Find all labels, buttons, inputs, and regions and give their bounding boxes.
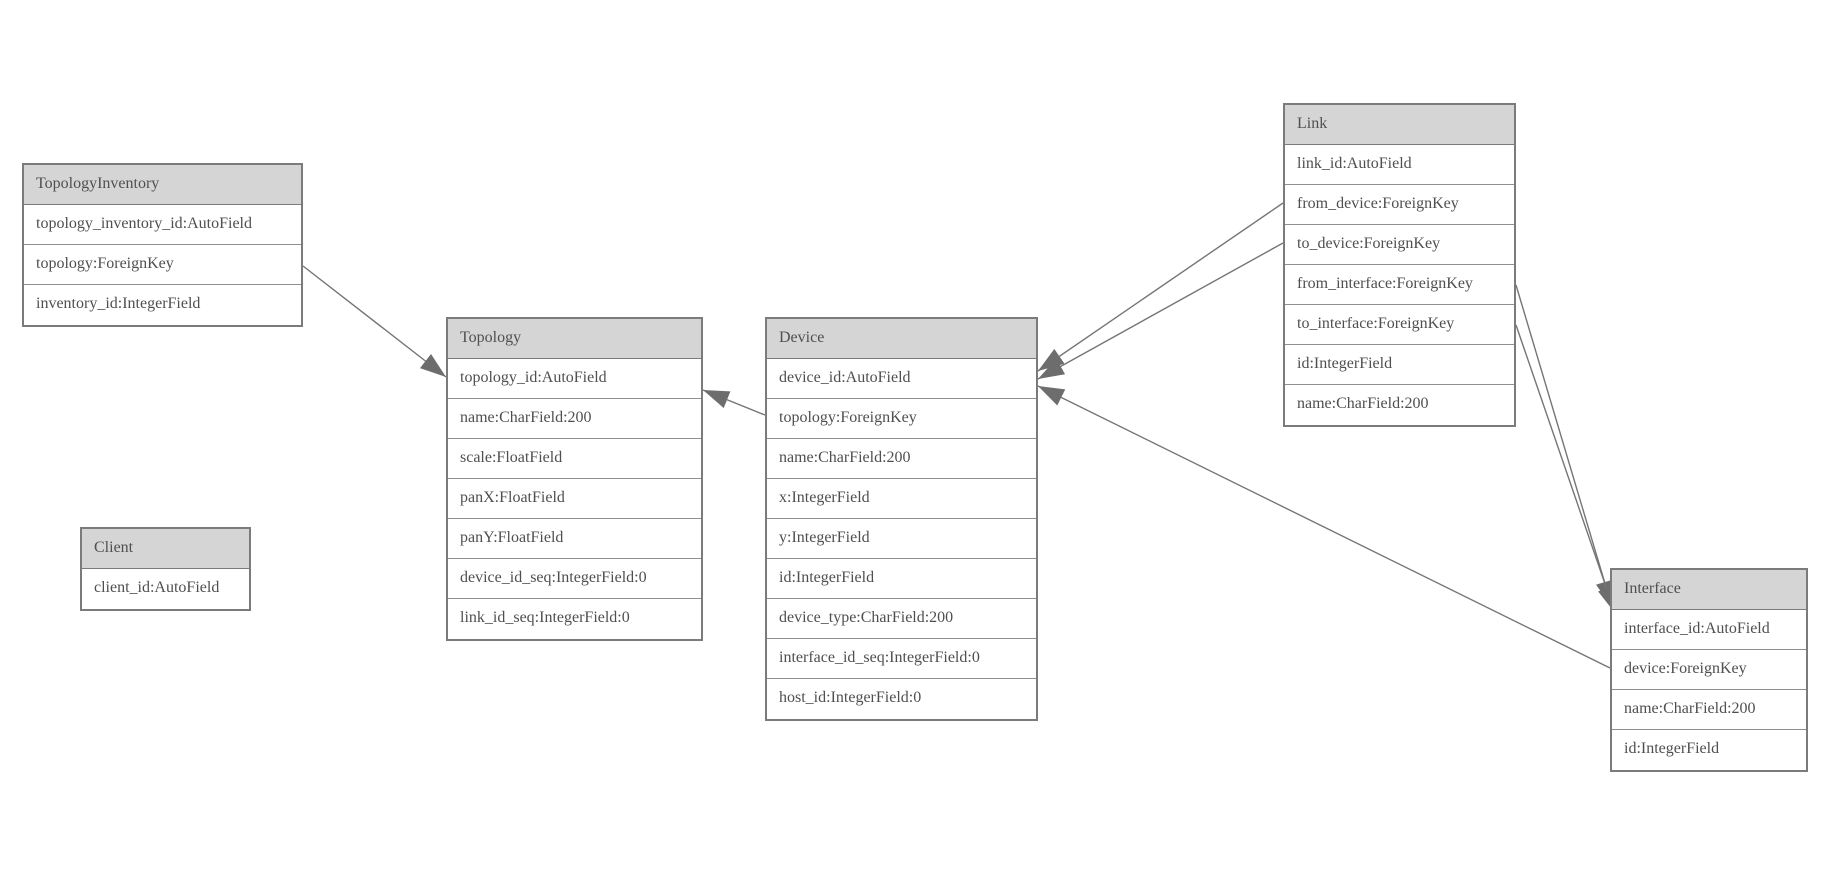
edge-link-todevice-device [1037, 242, 1284, 380]
field-row: link_id:AutoField [1285, 145, 1514, 185]
field-row: y:IntegerField [767, 519, 1036, 559]
entity-title: Interface [1612, 570, 1806, 610]
field-row: name:CharField:200 [1285, 385, 1514, 425]
field-row: device_id_seq:IntegerField:0 [448, 559, 701, 599]
field-row: inventory_id:IntegerField [24, 285, 301, 325]
field-row: client_id:AutoField [82, 569, 249, 609]
field-row: topology:ForeignKey [767, 399, 1036, 439]
field-row: id:IntegerField [1285, 345, 1514, 385]
field-row: id:IntegerField [767, 559, 1036, 599]
field-row: topology_inventory_id:AutoField [24, 205, 301, 245]
field-row: link_id_seq:IntegerField:0 [448, 599, 701, 639]
edge-topologyinventory-topology [302, 265, 447, 378]
field-row: to_device:ForeignKey [1285, 225, 1514, 265]
field-row: to_interface:ForeignKey [1285, 305, 1514, 345]
edge-link-frominterface-interface [1515, 284, 1614, 608]
entity-client[interactable]: Client client_id:AutoField [80, 527, 251, 611]
field-row: from_device:ForeignKey [1285, 185, 1514, 225]
field-row: device:ForeignKey [1612, 650, 1806, 690]
field-row: name:CharField:200 [448, 399, 701, 439]
entity-topology-inventory[interactable]: TopologyInventory topology_inventory_id:… [22, 163, 303, 327]
edge-interface-device [1037, 385, 1611, 669]
field-row: device_id:AutoField [767, 359, 1036, 399]
field-row: id:IntegerField [1612, 730, 1806, 770]
field-row: panX:FloatField [448, 479, 701, 519]
field-row: name:CharField:200 [767, 439, 1036, 479]
entity-interface[interactable]: Interface interface_id:AutoField device:… [1610, 568, 1808, 772]
entity-title: Device [767, 319, 1036, 359]
field-row: scale:FloatField [448, 439, 701, 479]
field-row: topology:ForeignKey [24, 245, 301, 285]
field-row: topology_id:AutoField [448, 359, 701, 399]
field-row: name:CharField:200 [1612, 690, 1806, 730]
entity-title: Client [82, 529, 249, 569]
field-row: host_id:IntegerField:0 [767, 679, 1036, 719]
field-row: from_interface:ForeignKey [1285, 265, 1514, 305]
edge-device-topology [702, 389, 766, 416]
edge-link-fromdevice-device [1037, 202, 1284, 372]
entity-title: Topology [448, 319, 701, 359]
entity-device[interactable]: Device device_id:AutoField topology:Fore… [765, 317, 1038, 721]
field-row: x:IntegerField [767, 479, 1036, 519]
field-row: interface_id:AutoField [1612, 610, 1806, 650]
entity-link[interactable]: Link link_id:AutoField from_device:Forei… [1283, 103, 1516, 427]
field-row: interface_id_seq:IntegerField:0 [767, 639, 1036, 679]
field-row: device_type:CharField:200 [767, 599, 1036, 639]
entity-title: Link [1285, 105, 1514, 145]
entity-topology[interactable]: Topology topology_id:AutoField name:Char… [446, 317, 703, 641]
edge-link-tointerface-interface [1515, 324, 1616, 614]
entity-title: TopologyInventory [24, 165, 301, 205]
field-row: panY:FloatField [448, 519, 701, 559]
